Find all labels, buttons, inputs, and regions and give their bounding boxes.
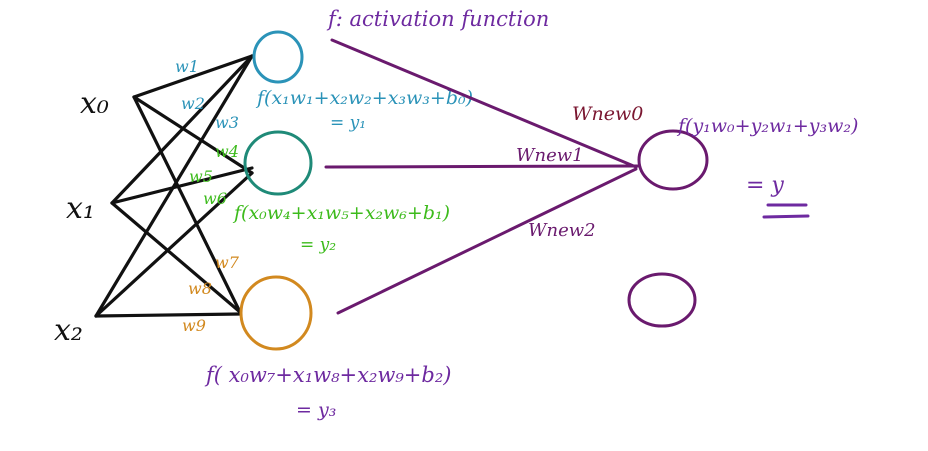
- output-formula: f(y₁w₀+y₂w₁+y₃w₂): [676, 115, 858, 137]
- weight-wnew0: Wnew0: [572, 103, 643, 125]
- edge-h1-out: [330, 38, 638, 169]
- weight-w7: w7: [215, 253, 240, 272]
- edge-x0-h2: [132, 95, 254, 175]
- hidden-3-result: = y₃: [296, 399, 336, 421]
- hidden-neuron-3: [239, 275, 313, 351]
- hidden-1-result: = y₁: [330, 113, 366, 133]
- edge-h3-out: [336, 167, 638, 315]
- input-x0: x₀: [80, 86, 109, 121]
- edge-x2-h3: [94, 312, 242, 318]
- hidden-2-result: = y₂: [300, 235, 336, 255]
- edge-x2-h2: [94, 171, 254, 318]
- input-edges: [94, 54, 254, 318]
- weight-w1: w1: [175, 57, 199, 76]
- hidden-1-formula: f(x₁w₁+x₂w₂+x₃w₃+b₀): [255, 87, 473, 109]
- weight-w4: w4: [215, 142, 239, 161]
- weight-wnew2: Wnew2: [528, 220, 596, 241]
- hidden-2-formula: f(x₀w₄+x₁w₅+x₂w₆+b₁): [232, 202, 450, 224]
- input-x1: x₁: [66, 191, 95, 226]
- weight-wnew1: Wnew1: [516, 145, 584, 166]
- weight-w5: w5: [189, 167, 213, 186]
- weight-w6: w6: [203, 189, 227, 208]
- weight-w2: w2: [181, 94, 205, 113]
- output-double-underline: [762, 203, 810, 219]
- edge-x0-h3: [132, 95, 242, 314]
- weight-w9: w9: [182, 316, 206, 335]
- edge-x2-h1: [94, 54, 254, 318]
- hidden-neuron-1: [252, 30, 304, 84]
- hidden-neuron-2: [243, 130, 313, 196]
- output-edges: [324, 38, 640, 315]
- activation-function-title: f: activation function: [326, 7, 549, 31]
- edge-x1-h3: [110, 201, 242, 314]
- weight-w3: w3: [215, 113, 239, 132]
- edge-h2-out: [324, 164, 640, 169]
- edge-x1-h2: [110, 166, 254, 205]
- weight-w8: w8: [188, 279, 212, 298]
- input-x2: x₂: [54, 313, 83, 348]
- output-result: = y: [746, 173, 784, 198]
- output-neuron: [637, 129, 709, 191]
- edge-x1-h1: [110, 54, 254, 205]
- hidden-3-formula: f( x₀w₇+x₁w₈+x₂w₉+b₂): [204, 363, 451, 387]
- output-neuron-empty: [627, 272, 697, 328]
- edge-x0-h1: [132, 54, 254, 99]
